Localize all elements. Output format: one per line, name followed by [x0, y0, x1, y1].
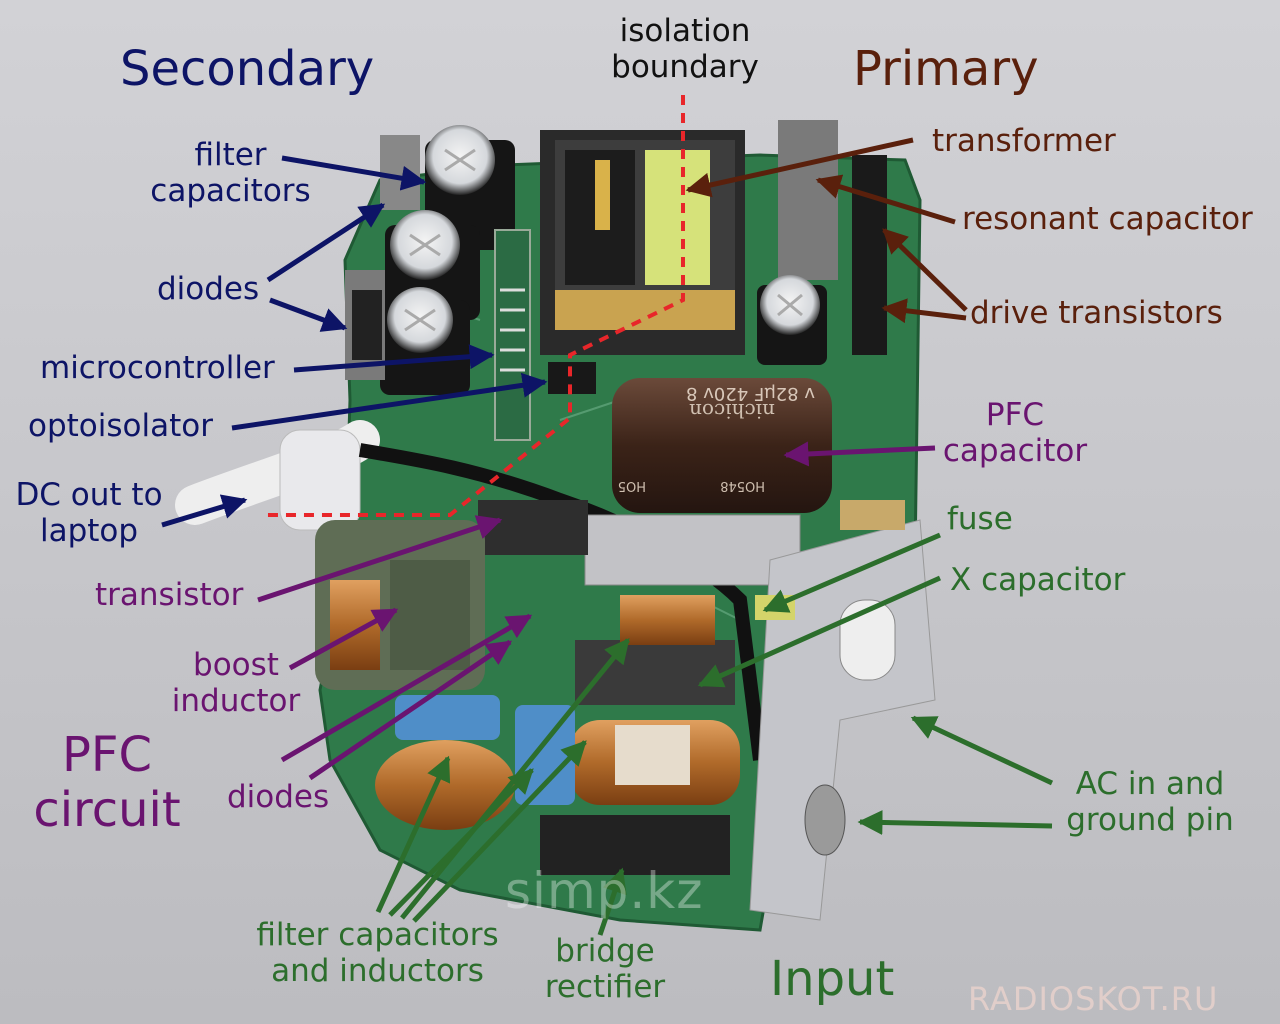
ac-inlet-body: [749, 519, 936, 921]
bridge-rectifier-line1: bridge: [555, 933, 655, 969]
isolation-boundary-line1: isolation: [619, 13, 751, 49]
fuse-arrow: [762, 532, 941, 613]
pfc-cap-brand: nichicon: [689, 399, 775, 423]
filter-capacitors-arrow: [281, 155, 427, 191]
diodes-pfc-label: diodes: [227, 779, 330, 815]
pfc-capacitor-line1: PFC: [985, 397, 1045, 433]
boost-inductor-arrow: [288, 607, 399, 671]
dc-out-arrow: [161, 494, 248, 528]
resonant-capacitor-body: [778, 120, 838, 280]
pfc-arrows: [257, 441, 936, 781]
optoisolator-label: optoisolator: [28, 408, 213, 444]
filter-capacitors-line2: capacitors: [150, 172, 311, 209]
boost-inductor-body: [315, 520, 485, 690]
diodes-secondary-label: diodes: [157, 271, 260, 307]
pfc-cap-code: HO548: [720, 478, 765, 493]
dc-out-label: DC out to laptop: [8, 477, 170, 549]
pfc-cap-marking: v 82µF 420v 8: [686, 383, 815, 404]
diodes-arrow-lower: [269, 297, 348, 332]
secondary-title: Secondary: [120, 41, 375, 97]
pfc-circuit-title-line2: circuit: [33, 782, 181, 839]
pfc-capacitor-label: PFC capacitor: [935, 397, 1095, 469]
primary-small-capacitor: [757, 275, 827, 365]
pfc-cap-code2: HO5: [618, 478, 646, 493]
microcontroller-pins: [500, 288, 525, 372]
filter-capacitors-line1: filter: [194, 137, 267, 173]
bridge-rectifier-label: bridge rectifier: [535, 933, 675, 1005]
pfc-capacitor-line2: capacitor: [942, 432, 1088, 469]
pfc-transistor: [478, 500, 588, 555]
secondary-filter-capacitors: [380, 125, 515, 395]
drive-transistors-arrow-upper: [882, 228, 968, 312]
isolation-boundary-line2: boundary: [611, 48, 759, 85]
optoisolator-arrow: [231, 372, 548, 431]
input-title: Input: [770, 951, 895, 1007]
drive-transistors-label: drive transistors: [970, 295, 1223, 331]
isolation-boundary-line: [262, 95, 685, 517]
x-capacitor-label: X capacitor: [950, 562, 1126, 598]
bridge-rectifier-body: [540, 815, 730, 875]
pfc-circuit-title-line1: PFC: [61, 727, 153, 783]
boost-inductor-label: boost inductor: [162, 647, 310, 719]
ac-in-line1: AC in and: [1075, 766, 1225, 802]
filter-capacitors-label: filter capacitors: [138, 137, 323, 209]
pfc-circuit-title: PFC circuit: [32, 727, 182, 839]
filter-caps-inductors-line1: filter capacitors: [256, 917, 499, 953]
watermark-center: simp.kz: [505, 862, 704, 920]
boost-inductor-line2: inductor: [171, 682, 301, 719]
transformer-arrow: [685, 137, 914, 198]
secondary-arrows: [161, 155, 548, 528]
filter-ci-arrow-3: [400, 638, 630, 920]
microcontroller-label: microcontroller: [40, 350, 275, 386]
filter-ci-arrow-4: [412, 740, 587, 923]
transformer-body: [540, 130, 745, 355]
primary-arrows: [685, 137, 968, 324]
primary-title: Primary: [853, 41, 1039, 97]
diodes-pfc-arrow-lower: [308, 639, 513, 781]
fuse-label: fuse: [947, 501, 1013, 537]
ac-in-arrow-lower: [857, 809, 1053, 835]
ac-in-line2: ground pin: [1066, 801, 1234, 838]
filter-ci-arrow-1: [375, 755, 451, 914]
fuse-body: [840, 500, 905, 530]
drive-transistors-body: [852, 155, 887, 355]
pfc-capacitor-body: v 82µF 420v 8 nichicon HO548 HO5: [612, 378, 832, 513]
dc-out-line1: DC out to: [15, 477, 163, 513]
transistor-label: transistor: [95, 577, 244, 613]
bridge-rectifier-line2: rectifier: [544, 968, 666, 1005]
diodes-arrow-upper: [266, 202, 386, 283]
secondary-diode: [352, 290, 382, 360]
bridge-rectifier-arrow: [597, 867, 627, 936]
filter-caps-inductors-line2: and inductors: [271, 952, 484, 989]
x-capacitor-arrow: [697, 575, 942, 688]
resonant-capacitor-arrow: [815, 174, 956, 225]
resonant-capacitor-label: resonant capacitor: [962, 201, 1253, 237]
heatsink-bar: [584, 514, 801, 586]
filter-caps-inductors-label: filter capacitors and inductors: [245, 917, 510, 989]
diodes-pfc-arrow-upper: [280, 613, 533, 763]
transformer-label: transformer: [932, 123, 1116, 159]
ac-in-label: AC in and ground pin: [1055, 766, 1245, 838]
drive-transistors-arrow-lower: [881, 298, 967, 324]
isolation-boundary-label: isolation boundary: [600, 13, 770, 85]
ac-in-arrow-upper: [910, 715, 1054, 786]
microcontroller-arrow: [293, 344, 495, 373]
microcontroller-board: [494, 229, 531, 441]
boost-inductor-line1: boost: [193, 647, 279, 683]
dc-out-line2: laptop: [39, 512, 139, 549]
input-arrows: [375, 532, 1054, 936]
pfc-capacitor-arrow: [783, 441, 936, 467]
watermark-corner: RADIOSKOT.RU: [968, 980, 1219, 1018]
transistor-arrow: [257, 515, 503, 603]
